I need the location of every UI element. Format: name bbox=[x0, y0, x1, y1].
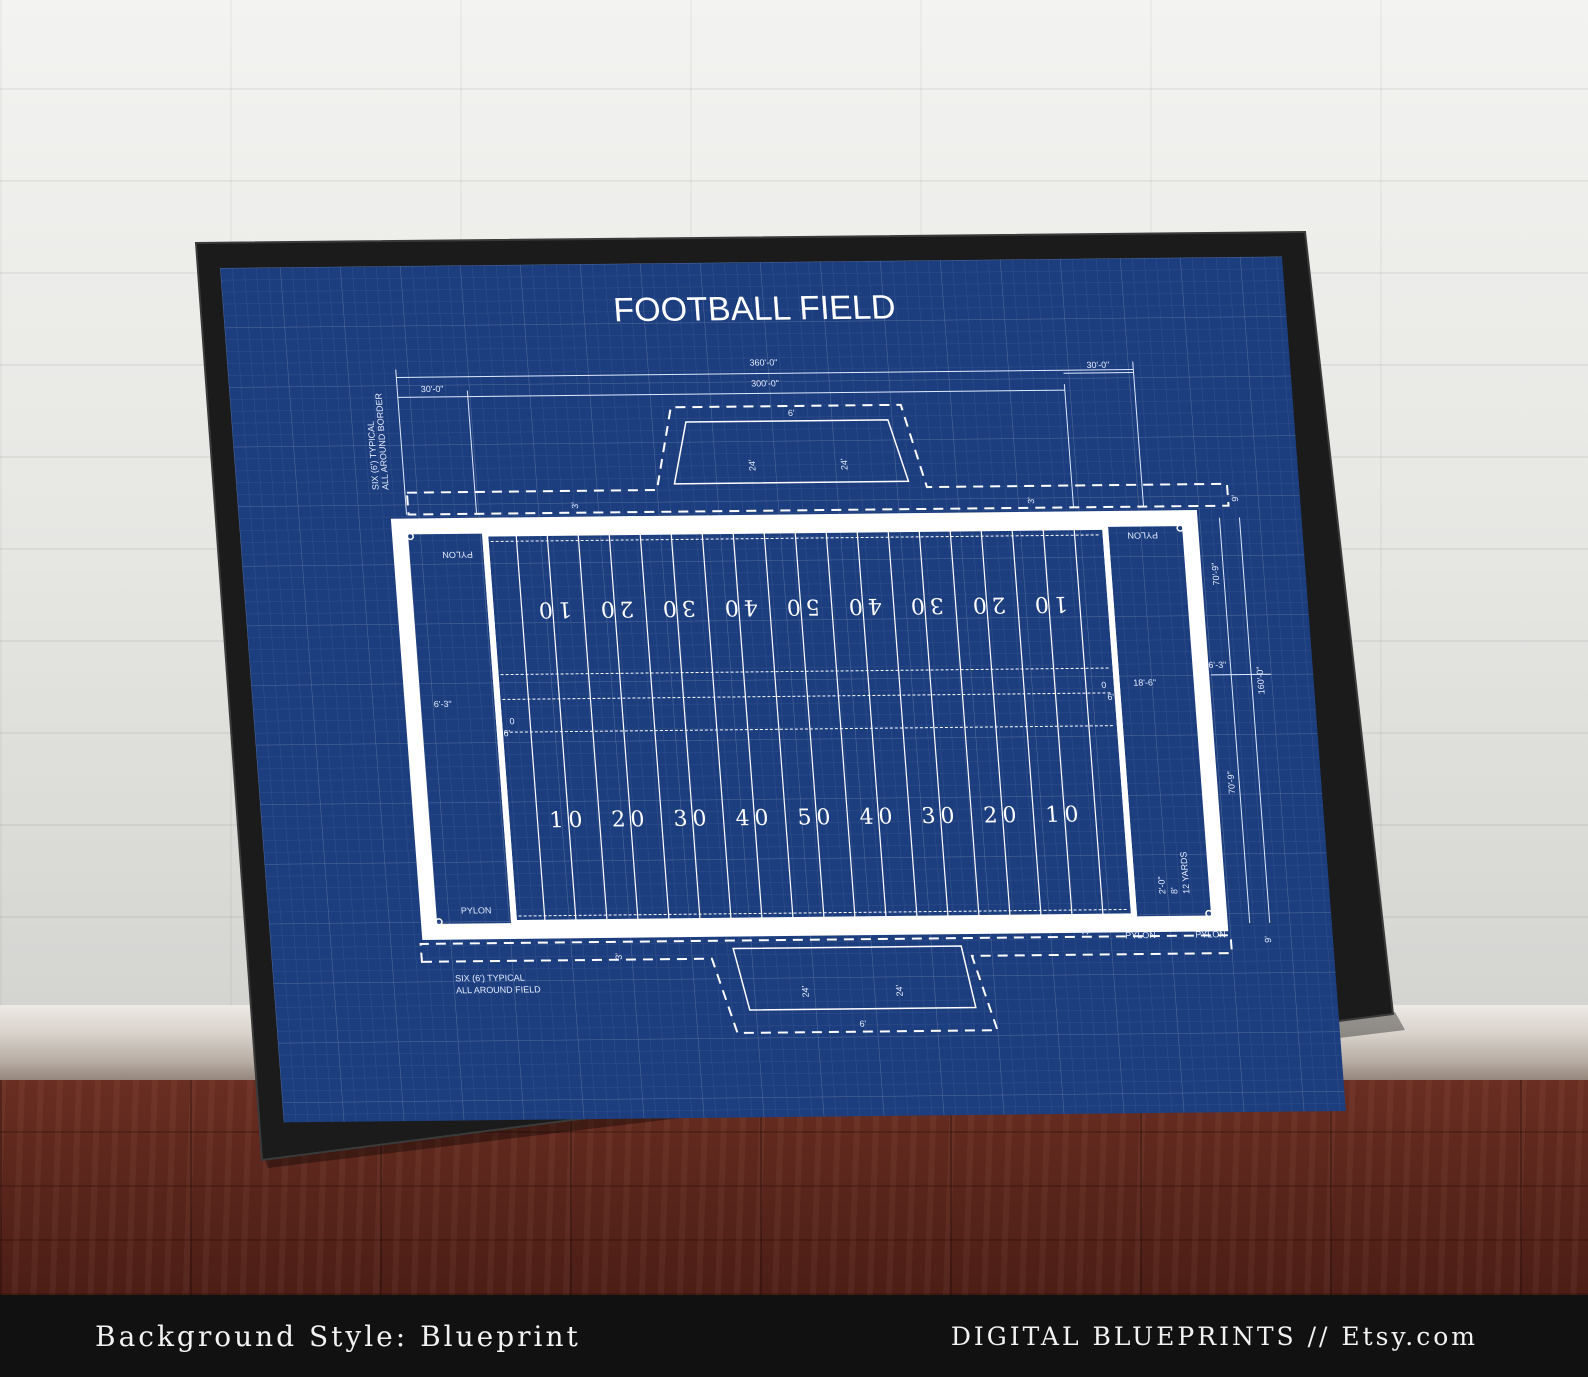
yard-line bbox=[1042, 527, 1073, 918]
dim-try-line-2: 8' bbox=[1169, 887, 1180, 894]
yard-line bbox=[608, 532, 639, 922]
dim-field-width: 160'-0" bbox=[1255, 666, 1267, 694]
yard-number-bottom: 30 bbox=[921, 804, 961, 829]
yard-line bbox=[856, 529, 887, 920]
dim-sideline-bottom: 9' bbox=[1263, 936, 1274, 943]
yard-number-top: 30 bbox=[905, 592, 945, 617]
yard-line bbox=[732, 530, 763, 921]
goal-line-right bbox=[1102, 526, 1138, 917]
pylon-label-top-left: PYLON bbox=[442, 550, 473, 560]
dim-field-length: 300'-0" bbox=[751, 378, 780, 388]
yard-number-top: 20 bbox=[967, 592, 1007, 617]
yard-number-top: 50 bbox=[781, 594, 821, 619]
yard-line bbox=[670, 531, 701, 922]
dim-hash-left: 6'-3" bbox=[433, 699, 452, 709]
dim-bench-gap-top: 6' bbox=[788, 408, 796, 418]
yard-number-top: 10 bbox=[1029, 591, 1069, 616]
dim-half-width-top: 70'-9" bbox=[1210, 563, 1222, 586]
yard-numbers-bottom: 10 20 30 40 50 40 30 20 10 bbox=[549, 803, 1085, 834]
yard-line bbox=[515, 533, 546, 923]
yard-number-top: 40 bbox=[719, 594, 759, 619]
yard-number-bottom: 10 bbox=[1045, 803, 1085, 828]
pylon-label-top-right: PYLON bbox=[1127, 530, 1158, 540]
dim-bench-depth-top-2: 24' bbox=[839, 458, 850, 470]
bottom-team-box bbox=[732, 945, 977, 1011]
dim-total-length: 360'-0" bbox=[749, 357, 778, 367]
dimension-lines-top bbox=[395, 361, 1145, 515]
goal-line-left bbox=[482, 533, 518, 924]
pylon-label-bottom-right-2: PYLON bbox=[1195, 929, 1226, 939]
yard-line bbox=[546, 532, 577, 923]
caption-bar bbox=[0, 1295, 1588, 1377]
pylon-marker bbox=[1176, 524, 1184, 532]
dim-small-gap-bottom-left: 3' bbox=[613, 953, 624, 960]
border-note-bottom-2: ALL AROUND FIELD bbox=[456, 984, 542, 995]
border-note-bottom-1: SIX (6') TYPICAL bbox=[455, 973, 525, 984]
yard-number-bottom: 30 bbox=[673, 807, 713, 832]
pylon-marker bbox=[1205, 909, 1213, 918]
dim-six-left: 6' bbox=[503, 728, 511, 738]
caption-shop-credit: DIGITAL BLUEPRINTS // Etsy.com bbox=[950, 1322, 1478, 1351]
yard-number-bottom: 40 bbox=[859, 805, 899, 830]
hash-marks bbox=[490, 534, 1129, 917]
poster-title: FOOTBALL FIELD bbox=[612, 289, 897, 330]
dim-bench-gap-bottom: 6' bbox=[859, 1019, 867, 1029]
yard-number-top: 40 bbox=[843, 593, 883, 618]
dim-small-gap-bottom-right: 3' bbox=[1080, 928, 1091, 935]
dim-bench-depth-top-1: 24' bbox=[747, 459, 758, 471]
yard-line bbox=[763, 530, 794, 921]
yard-line bbox=[980, 528, 1011, 918]
yard-number-bottom: 40 bbox=[735, 806, 775, 831]
yard-line bbox=[1011, 527, 1042, 918]
yard-line bbox=[639, 531, 670, 922]
blueprint-poster: FOOTBALL FIELD 360'-0" 300'-0" 30'-0" 30… bbox=[220, 256, 1346, 1123]
dim-sideline-top: 9' bbox=[1230, 495, 1241, 502]
dim-twelve-yards: 12 YARDS bbox=[1178, 852, 1191, 894]
yard-number-bottom: 20 bbox=[611, 807, 651, 832]
dim-small-gap-top-left: 3' bbox=[570, 502, 581, 509]
yard-lines bbox=[515, 527, 1104, 923]
pylon-label-bottom-right-1: PYLON bbox=[1125, 930, 1156, 940]
yard-number-top: 10 bbox=[533, 596, 573, 621]
yard-line bbox=[949, 528, 980, 919]
dim-bench-depth-bottom-1: 24' bbox=[800, 985, 811, 997]
dim-zero-right: 0 bbox=[1101, 680, 1107, 690]
yard-number-top: 20 bbox=[595, 596, 635, 621]
yard-numbers-top: 10 20 30 40 50 40 30 20 10 bbox=[533, 591, 1069, 622]
bottom-bench-area bbox=[419, 934, 1234, 1034]
yard-line bbox=[887, 529, 918, 919]
dim-zero-left: 0 bbox=[509, 716, 515, 726]
top-team-box bbox=[673, 419, 910, 485]
pylon-marker bbox=[406, 532, 414, 541]
pylons bbox=[406, 524, 1213, 926]
dimension-lines-right bbox=[1211, 517, 1272, 924]
dim-goal-width: 18'-6" bbox=[1133, 677, 1157, 687]
caption-background-style: Background Style: Blueprint bbox=[95, 1320, 581, 1353]
yard-line bbox=[825, 529, 856, 920]
dim-six-right: 6' bbox=[1107, 692, 1115, 702]
pylon-label-bottom-left: PYLON bbox=[461, 905, 492, 915]
field-outer-border bbox=[390, 510, 1229, 940]
yard-number-bottom: 10 bbox=[549, 808, 589, 833]
yard-line bbox=[918, 528, 949, 919]
dim-try-line-1: 2'-0" bbox=[1156, 876, 1167, 894]
dim-small-gap-top-right: 3' bbox=[1026, 497, 1037, 504]
dim-bench-depth-bottom-2: 24' bbox=[894, 984, 905, 996]
yard-line bbox=[1073, 527, 1104, 917]
pylon-marker bbox=[435, 918, 443, 926]
dim-half-width-bottom: 70'-9" bbox=[1225, 771, 1237, 794]
yard-number-bottom: 50 bbox=[797, 805, 837, 830]
dim-end-zone-left: 30'-0" bbox=[420, 384, 444, 394]
dim-hash-right: 6'-3" bbox=[1208, 660, 1227, 670]
yard-number-bottom: 20 bbox=[983, 803, 1023, 828]
yard-line bbox=[701, 531, 732, 921]
yard-line bbox=[577, 532, 608, 923]
top-bench-area bbox=[405, 403, 1230, 516]
yard-line bbox=[794, 530, 825, 920]
dim-end-zone-right: 30'-0" bbox=[1086, 360, 1110, 370]
yard-number-top: 30 bbox=[657, 595, 697, 620]
